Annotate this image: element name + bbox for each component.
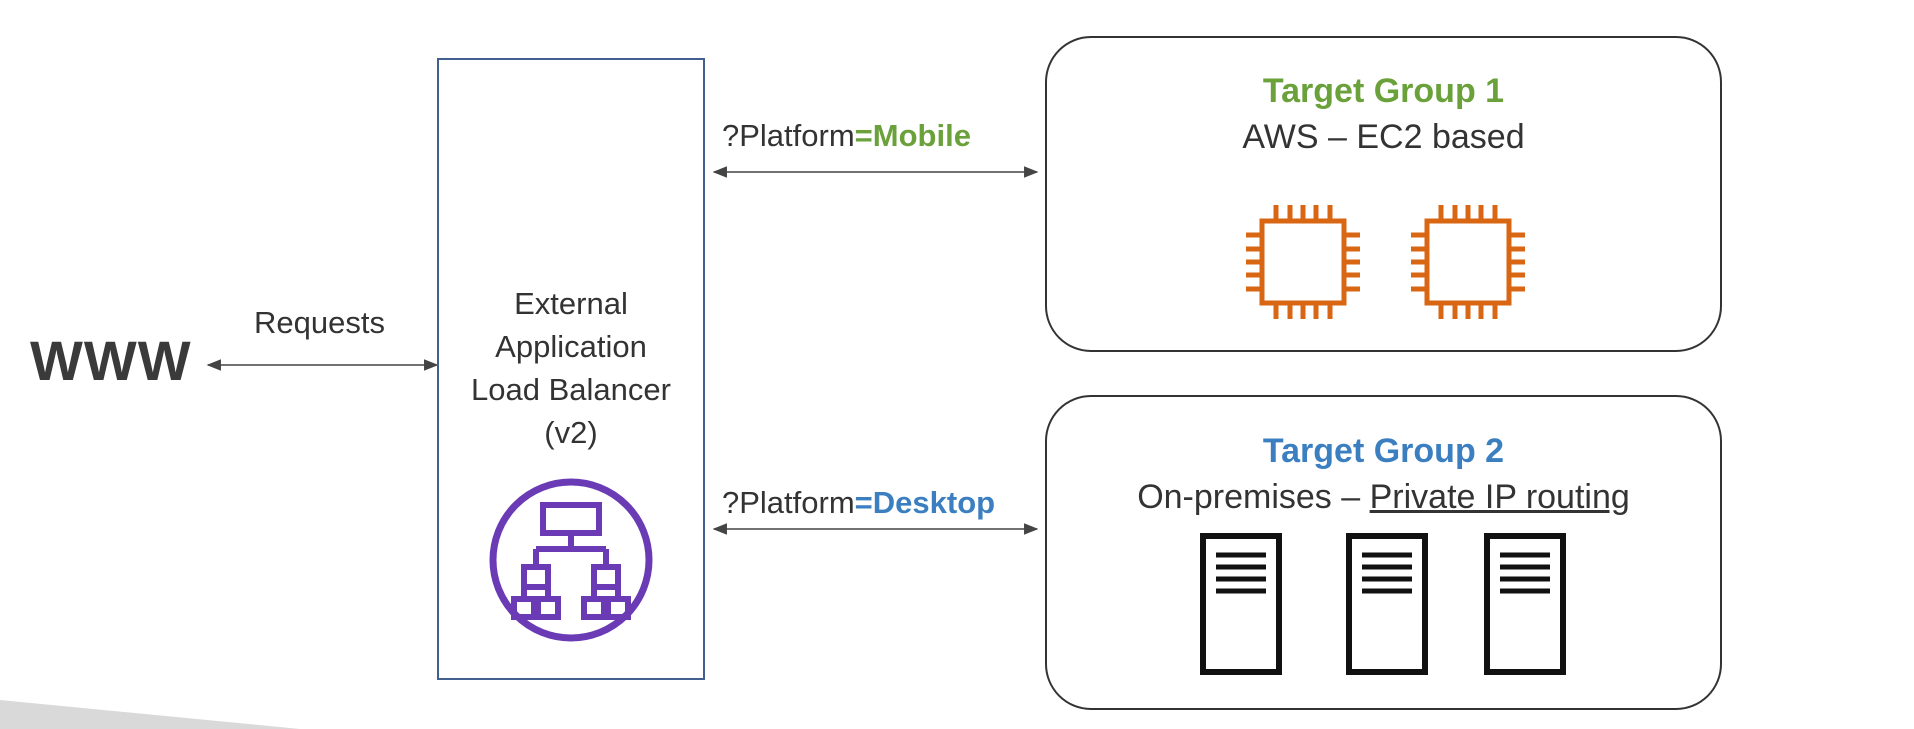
lb-label-line3: Load Balancer bbox=[471, 372, 671, 407]
private-ip-routing-label: Private IP routing bbox=[1369, 478, 1630, 516]
desktop-route-label: ?Platform=Desktop bbox=[722, 485, 995, 521]
target-group-2-subtitle-prefix: On-premises – bbox=[1137, 478, 1370, 516]
ec2-instance-icon bbox=[1246, 205, 1360, 319]
mobile-route-prefix: ?Platform bbox=[722, 118, 855, 153]
requests-label: Requests bbox=[254, 305, 385, 340]
server-icon bbox=[1346, 533, 1428, 675]
target-group-2-subtitle: On-premises – Private IP routing bbox=[1045, 478, 1722, 517]
elb-hierarchy-icon bbox=[489, 478, 653, 642]
lb-label-line4: (v2) bbox=[544, 415, 598, 450]
lb-label-line2: Application bbox=[495, 329, 647, 364]
www-client-label: WWW bbox=[30, 329, 192, 392]
desktop-route-prefix: ?Platform bbox=[722, 485, 855, 520]
lb-label-line1: External bbox=[514, 286, 628, 321]
target-group-2-title: Target Group 2 bbox=[1262, 432, 1505, 470]
target-group-2-box bbox=[1045, 395, 1722, 710]
target-group-1-title: Target Group 1 bbox=[1262, 72, 1505, 110]
target-group-1-box bbox=[1045, 36, 1722, 352]
load-balancer-box bbox=[437, 58, 705, 680]
ec2-instance-icon bbox=[1411, 205, 1525, 319]
mobile-route-value: =Mobile bbox=[854, 118, 971, 153]
target-group-1-subtitle: AWS – EC2 based bbox=[1242, 118, 1525, 156]
mobile-route-label: ?Platform=Mobile bbox=[722, 118, 971, 154]
load-balancer-label: External Application Load Balancer (v2) bbox=[437, 282, 705, 454]
server-icon bbox=[1484, 533, 1566, 675]
server-icon bbox=[1200, 533, 1282, 675]
slide-footer-shade bbox=[0, 700, 300, 729]
desktop-route-value: =Desktop bbox=[854, 485, 996, 520]
